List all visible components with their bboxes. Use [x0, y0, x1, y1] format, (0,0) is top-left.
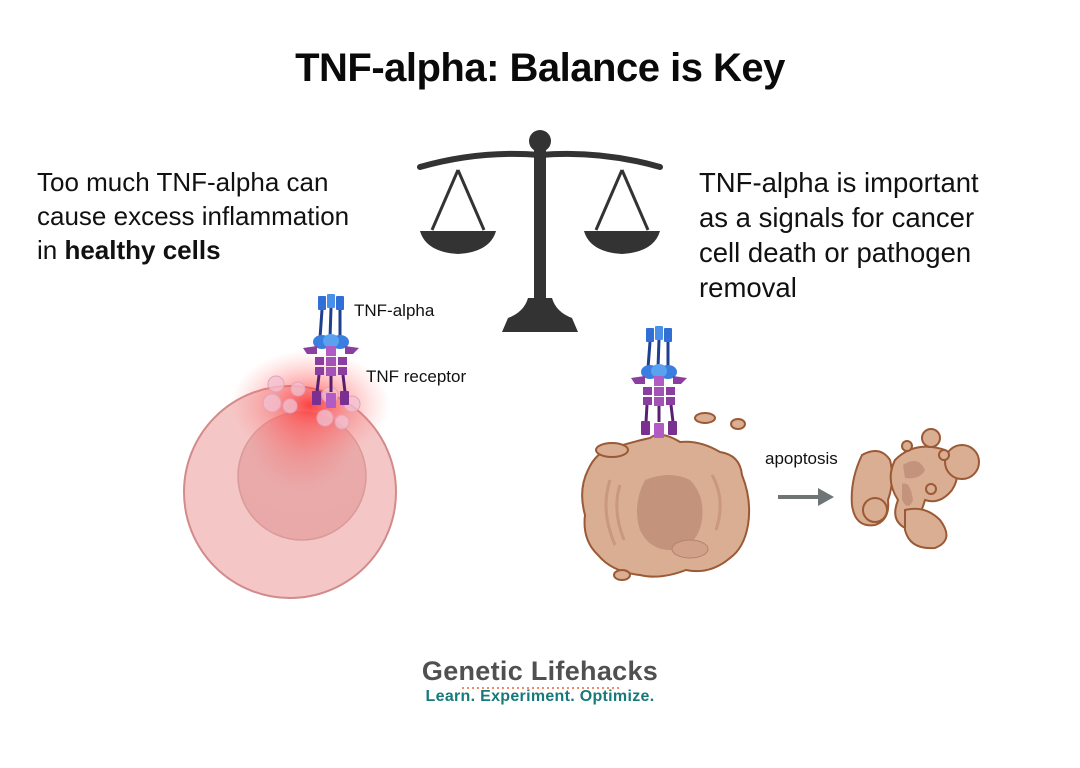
tnf-receptor-complex-left: [303, 294, 359, 408]
apoptotic-cell-fragments: [850, 428, 980, 550]
balance-scale-icon: [417, 130, 663, 332]
left-description-line-2: cause excess inflammation: [37, 201, 350, 231]
right-description: TNF-alpha is important as a signals for …: [699, 165, 1039, 305]
cancer-cell: [581, 412, 751, 581]
tnf-receptor: [631, 376, 687, 438]
apoptosis-label: apoptosis: [765, 449, 838, 468]
arrow-right-icon: [778, 488, 834, 506]
apoptotic-organelles: [902, 461, 925, 506]
logo-dotted-divider: [462, 687, 622, 689]
tnf-alpha-molecule: [641, 326, 677, 379]
inflammation-glow: [230, 350, 390, 460]
left-description: Too much TNF-alpha can cause excess infl…: [37, 165, 417, 267]
left-description-line-1: Too much TNF-alpha can: [37, 167, 329, 197]
tnf-receptor-complex-right: [631, 326, 687, 438]
left-description-prefix: in: [37, 235, 65, 265]
tnf-receptor: [303, 346, 359, 408]
tnf-alpha-label: TNF-alpha: [354, 301, 435, 320]
page-title: TNF-alpha: Balance is Key: [295, 46, 785, 90]
right-description-line-3: cell death or pathogen: [699, 237, 972, 268]
tnf-receptor-label: TNF receptor: [366, 367, 467, 386]
right-description-line-1: TNF-alpha is important: [699, 167, 979, 198]
tnf-alpha-molecule: [313, 294, 349, 349]
healthy-cell: [183, 350, 397, 599]
right-description-line-2: as a signals for cancer: [699, 202, 975, 233]
right-description-line-4: removal: [699, 272, 797, 303]
healthy-cells-emphasis: healthy cells: [64, 235, 221, 265]
left-description-line-3: in healthy cells: [37, 233, 417, 267]
logo-name: Genetic Lifehacks: [421, 656, 659, 686]
logo-tagline: Learn. Experiment. Optimize.: [425, 688, 655, 705]
